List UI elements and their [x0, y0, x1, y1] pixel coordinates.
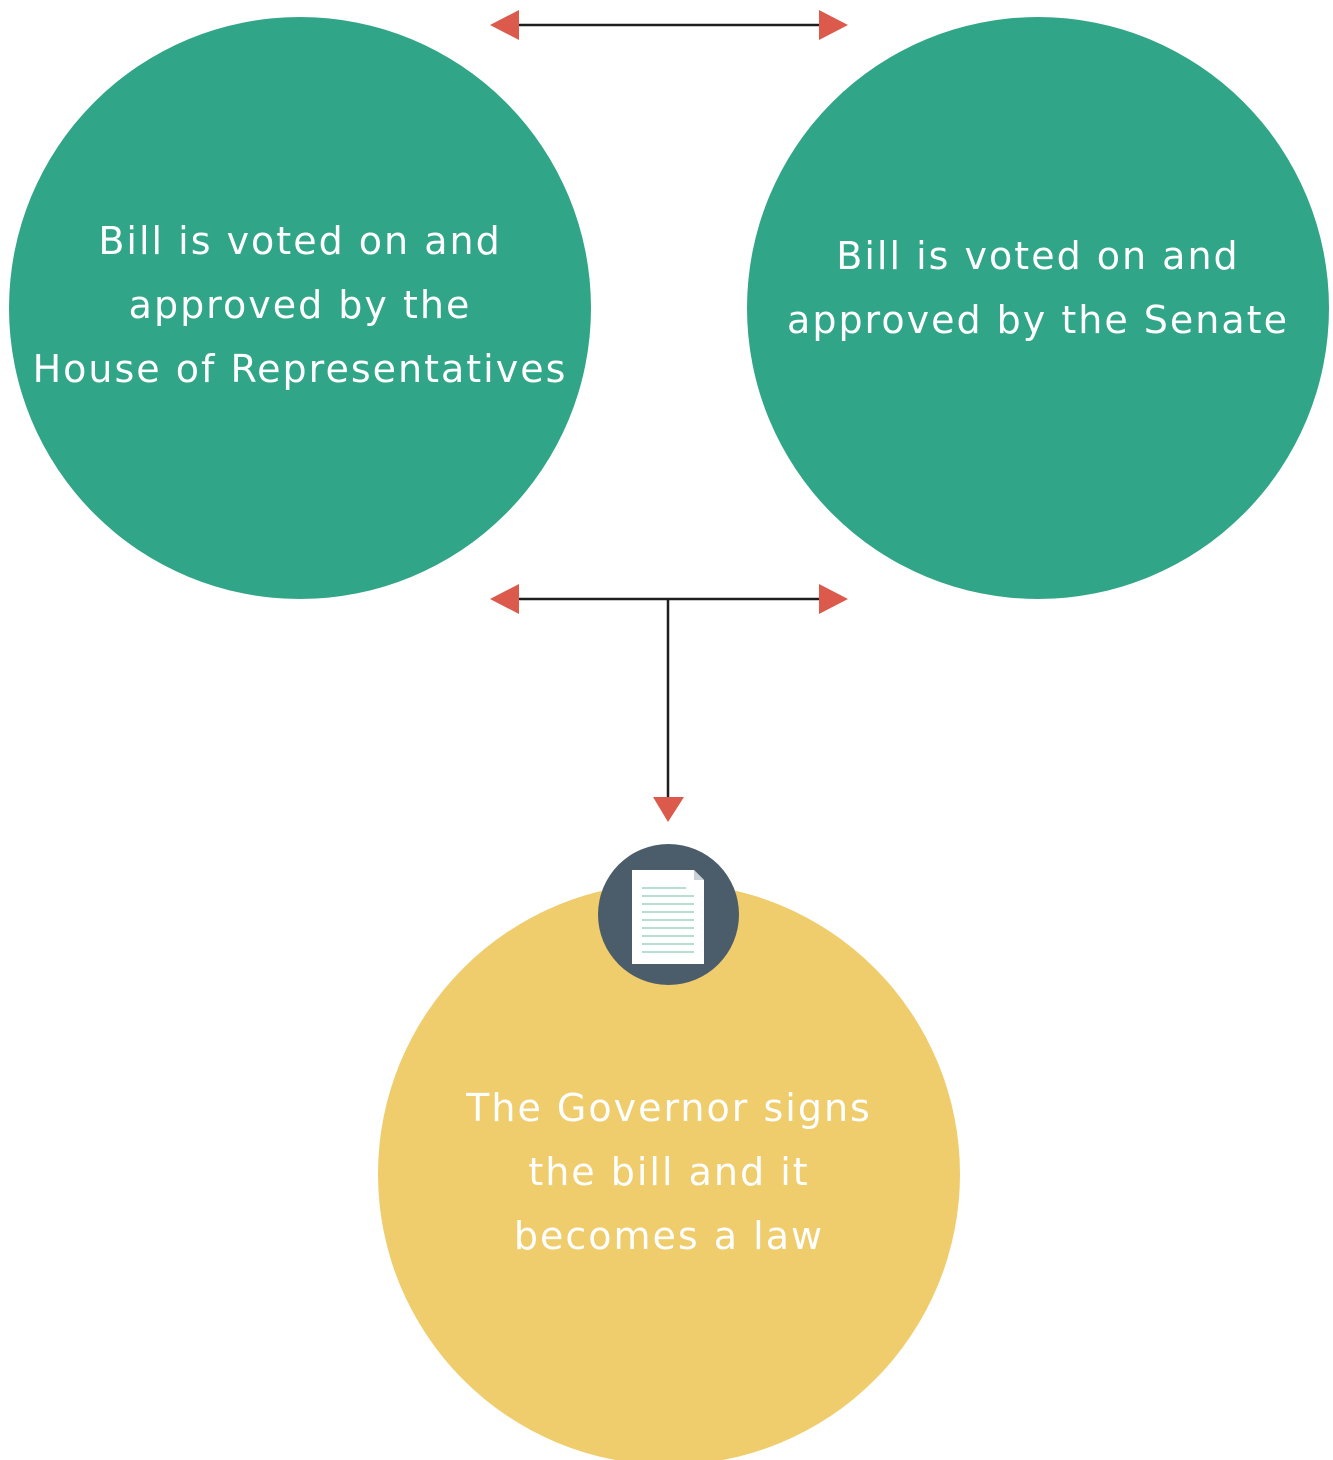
- document-icon: [632, 870, 704, 964]
- down-arrowhead: [653, 797, 684, 822]
- senate-step-circle: Bill is voted on and approved by the Sen…: [747, 17, 1329, 599]
- senate-step-label: Bill is voted on and approved by the Sen…: [787, 234, 1289, 342]
- house-step-label: Bill is voted on and approved by the Hou…: [32, 219, 568, 391]
- house-step-circle: Bill is voted on and approved by the Hou…: [9, 17, 591, 599]
- document-badge: [598, 844, 739, 985]
- governor-step-label: The Governor signs the bill and it becom…: [466, 1086, 872, 1258]
- bottom-left-arrowhead: [490, 584, 519, 614]
- top-right-arrowhead: [819, 10, 848, 40]
- bottom-right-arrowhead: [819, 584, 848, 614]
- top-left-arrowhead: [490, 10, 519, 40]
